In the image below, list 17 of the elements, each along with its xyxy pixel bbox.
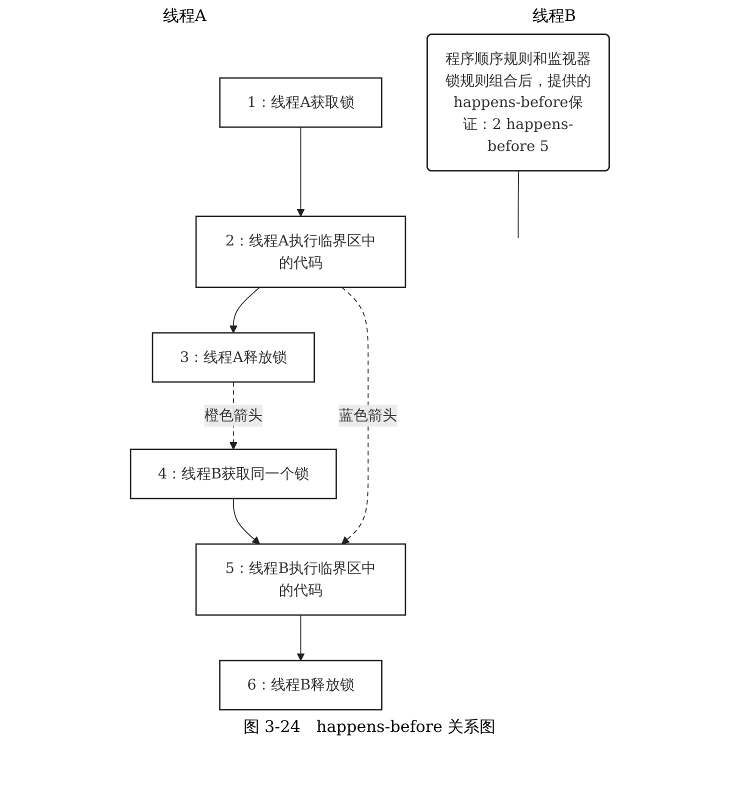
arrow bbox=[296, 126, 304, 217]
arrow bbox=[229, 286, 260, 334]
column-heading: 线程B bbox=[532, 6, 576, 27]
edge-label: 蓝色箭头 bbox=[338, 406, 397, 424]
edge-label: 橙色箭头 bbox=[204, 406, 262, 424]
node-box: 3：线程A释放锁 bbox=[151, 332, 315, 383]
node-box: 1：线程A获取锁 bbox=[218, 77, 382, 128]
arrow bbox=[296, 614, 304, 661]
node-box: 5：线程B执行临界区中的代码 bbox=[195, 543, 406, 616]
connector bbox=[517, 170, 519, 239]
node-box: 6：线程B释放锁 bbox=[218, 660, 382, 710]
node-box: 2：线程A执行临界区中的代码 bbox=[195, 216, 406, 288]
node-box: 4：线程B获取同一个锁 bbox=[130, 448, 337, 500]
column-heading: 线程A bbox=[162, 6, 206, 27]
figure-caption: 图 3-24 happens-before 关系图 bbox=[242, 717, 497, 738]
arrow bbox=[232, 498, 260, 544]
arrow bbox=[340, 286, 368, 544]
